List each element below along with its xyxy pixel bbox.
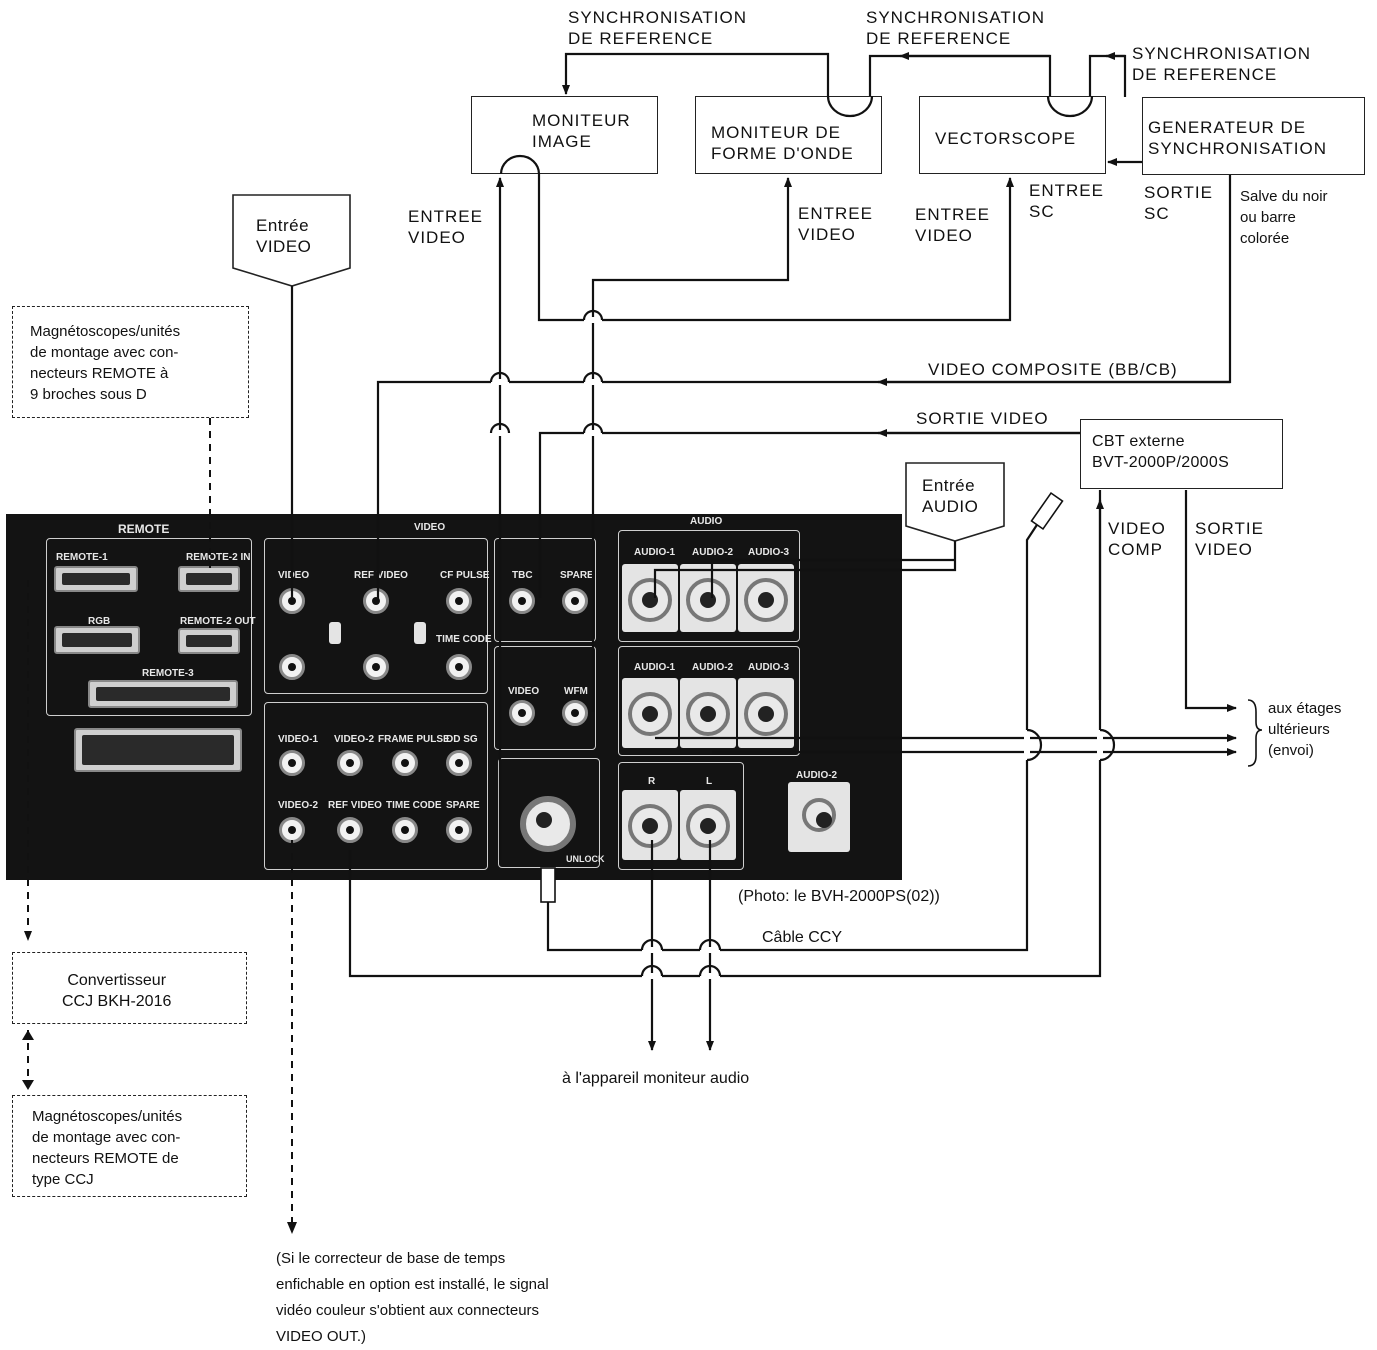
wiring-diagram [0,0,1377,1348]
